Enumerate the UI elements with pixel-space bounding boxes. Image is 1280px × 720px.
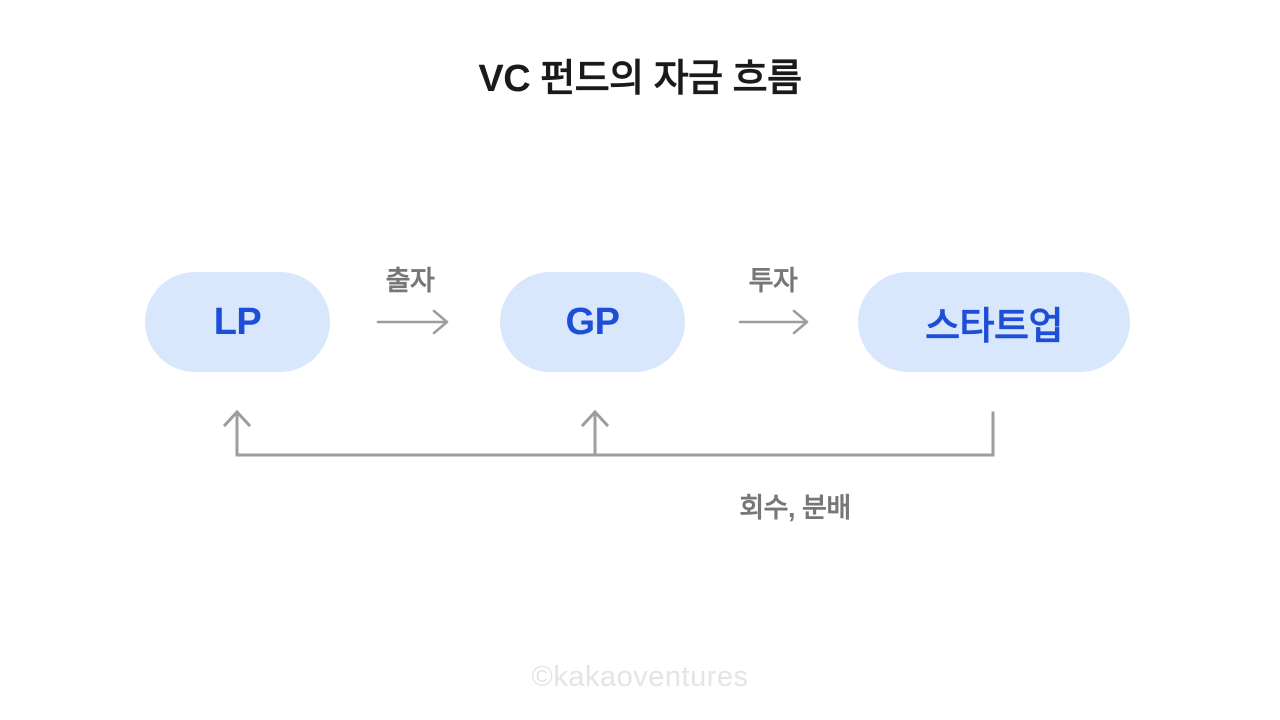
node-lp: LP — [145, 272, 330, 372]
node-startup: 스타트업 — [858, 272, 1130, 372]
gp-to-startup-arrow-icon — [738, 309, 809, 335]
watermark-kakaoventures: ©kakaoventures — [531, 661, 749, 693]
flow-label-return-distribution: 회수, 분배 — [739, 493, 851, 523]
flow-label-investment: 투자 — [748, 266, 798, 296]
diagram-title: VC 펀드의 자금 흐름 — [478, 58, 802, 100]
lp-to-gp-arrow-icon — [376, 309, 449, 335]
node-gp: GP — [500, 272, 685, 372]
return-path-arrow-icon — [222, 409, 995, 457]
flow-label-contribution: 출자 — [385, 266, 435, 296]
